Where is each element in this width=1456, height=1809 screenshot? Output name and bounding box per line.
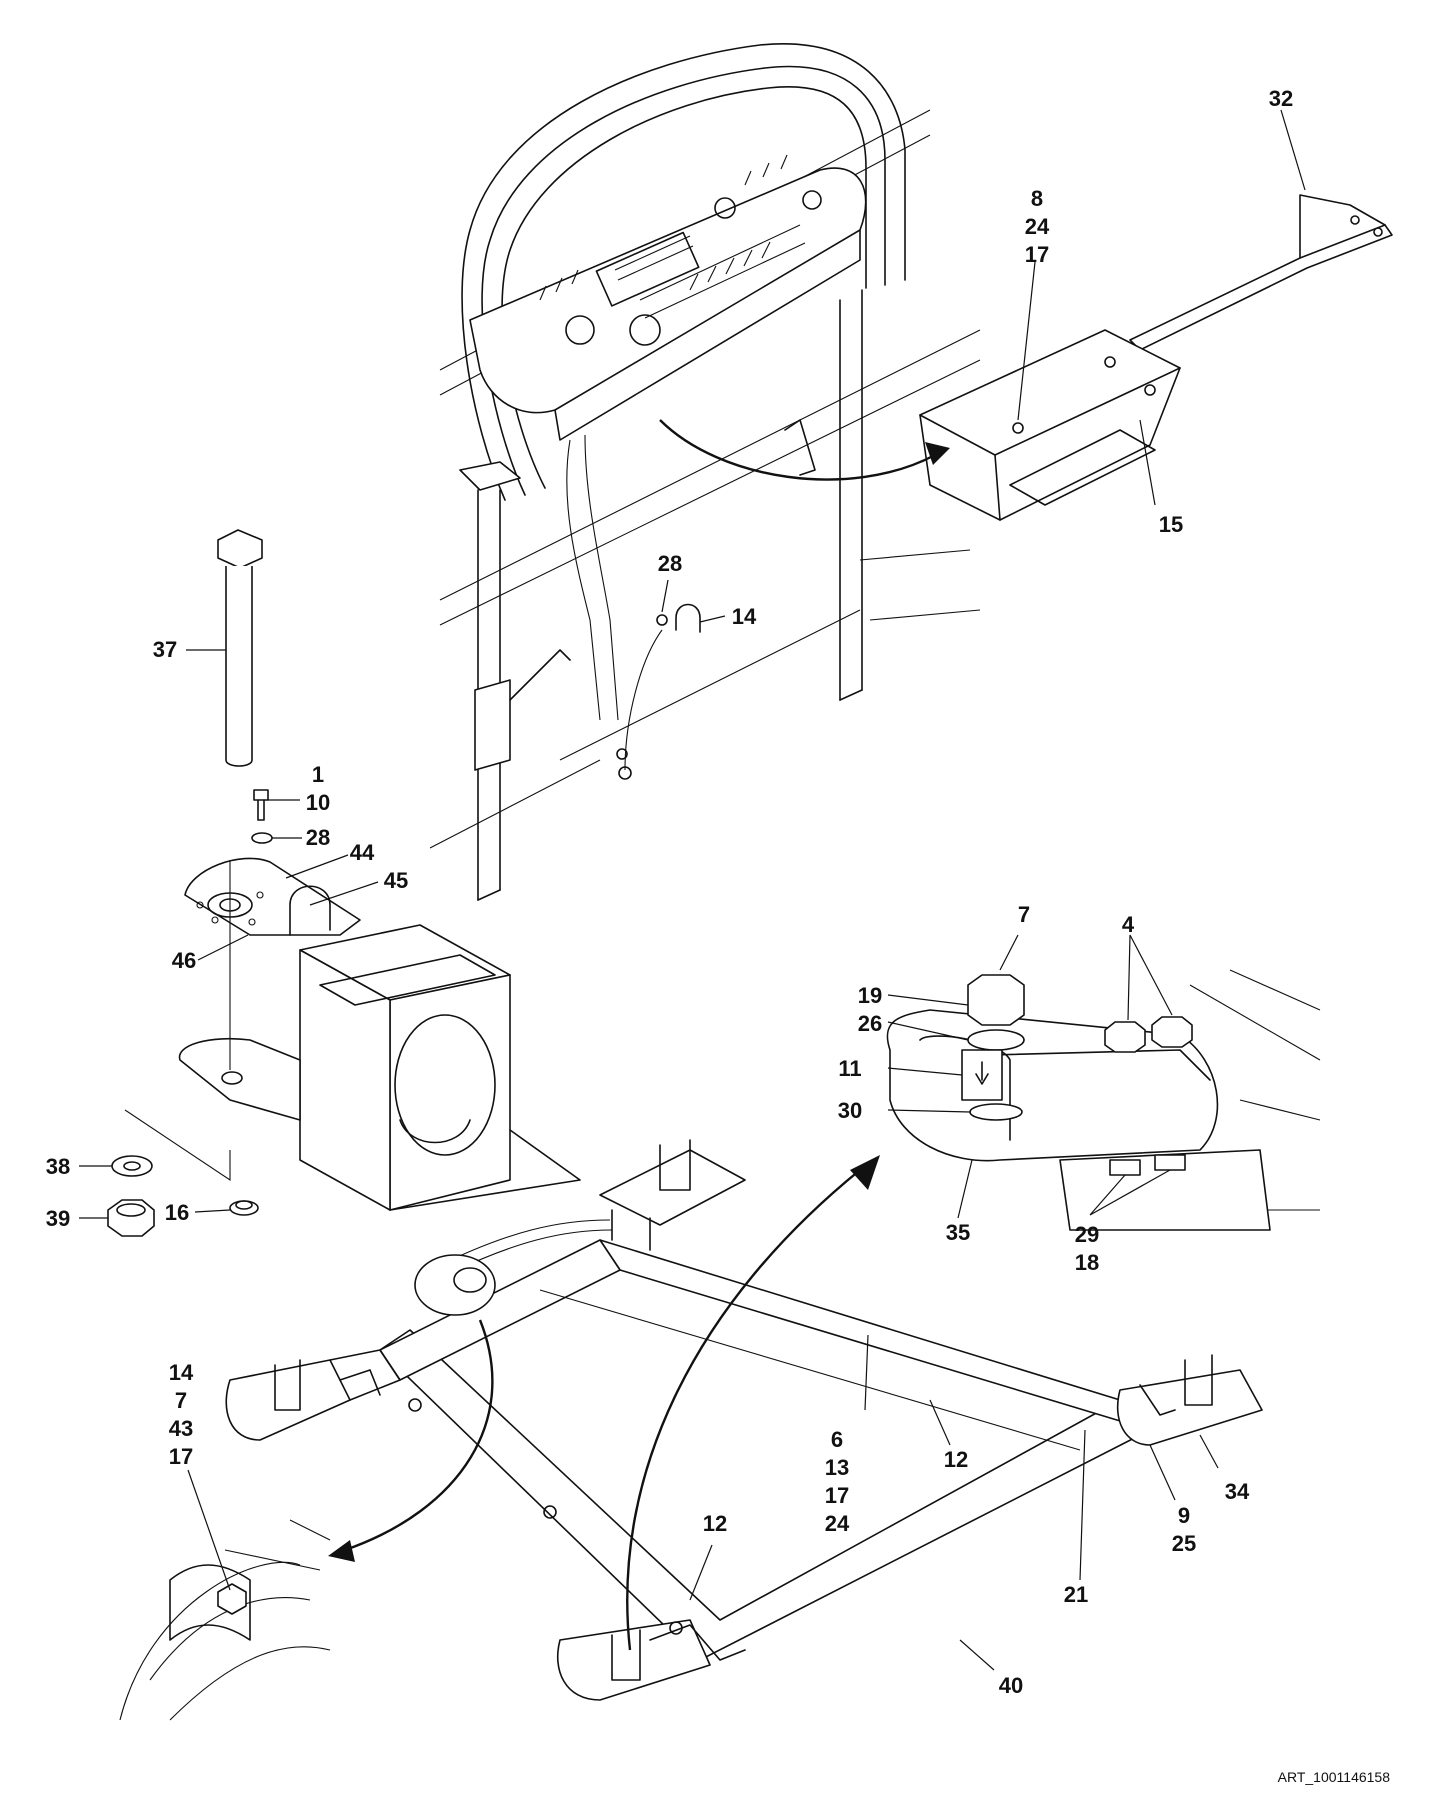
washer-38-hole	[123, 1161, 141, 1171]
callout-26: 26	[858, 1011, 882, 1036]
callout-39: 39	[46, 1206, 70, 1231]
callout-6: 6	[831, 1427, 843, 1452]
callout-10: 10	[306, 790, 330, 815]
callout-8: 8	[1031, 186, 1043, 211]
callout-18: 18	[1075, 1250, 1099, 1275]
callout-1: 1	[312, 762, 324, 787]
callout-40: 40	[999, 1673, 1023, 1698]
long-bolt-37	[217, 529, 263, 767]
detail-arrow-right	[626, 1169, 861, 1651]
callout-17-inset: 17	[169, 1444, 193, 1469]
washer-38	[111, 1155, 153, 1177]
triangular-frame-40	[225, 1139, 1263, 1701]
callout-32: 32	[1269, 86, 1293, 111]
detail-arrowhead-left	[328, 1540, 355, 1562]
callout-17-frame: 17	[825, 1483, 849, 1508]
mounting-bracket-32	[1129, 194, 1393, 351]
callout-25: 25	[1172, 1531, 1196, 1556]
callout-46: 46	[172, 948, 196, 973]
turntable-base	[124, 857, 581, 1211]
nut-39	[107, 1199, 155, 1237]
leader-lines	[79, 109, 1306, 1671]
relocation-arrowhead-top	[925, 442, 950, 465]
control-box-assembly	[429, 43, 981, 901]
relocation-arrow-top	[659, 419, 936, 481]
callout-24: 24	[1025, 214, 1050, 239]
callout-11: 11	[838, 1056, 861, 1081]
callout-12-right: 12	[944, 1447, 968, 1472]
callout-4: 4	[1122, 912, 1135, 937]
callout-7-inset: 7	[175, 1388, 187, 1413]
grommet-16	[229, 1200, 259, 1216]
callout-16: 16	[165, 1200, 189, 1225]
callout-43-inset: 43	[169, 1416, 193, 1441]
small-bolt-1-10	[253, 789, 269, 821]
callout-28-top: 28	[658, 551, 682, 576]
callout-13: 13	[825, 1455, 849, 1480]
callout-28-mid: 28	[306, 825, 330, 850]
callout-24-frame: 24	[825, 1511, 850, 1536]
callout-44: 44	[350, 840, 375, 865]
callout-35: 35	[946, 1220, 970, 1245]
callout-21: 21	[1064, 1582, 1088, 1607]
callout-37: 37	[153, 637, 177, 662]
callout-29: 29	[1075, 1222, 1099, 1247]
callout-34: 34	[1225, 1479, 1250, 1504]
callouts: 32 8 24 17 15 28 14 37 1 10 28 44 45 46 …	[46, 86, 1390, 1785]
detail-clamp-inset	[119, 1519, 331, 1721]
detail-arrowhead-right	[850, 1155, 880, 1190]
callout-7-top: 7	[1018, 902, 1030, 927]
mounting-bracket-15	[919, 329, 1181, 521]
callout-12-bottom: 12	[703, 1511, 727, 1536]
callout-14-inset: 14	[169, 1360, 194, 1385]
callout-15: 15	[1159, 512, 1183, 537]
detail-arrow-left	[344, 1319, 494, 1552]
callout-17: 17	[1025, 242, 1049, 267]
detail-bolt-clamp-inset	[886, 969, 1321, 1231]
callout-14-top: 14	[732, 604, 757, 629]
callout-19: 19	[858, 983, 882, 1008]
callout-45: 45	[384, 868, 408, 893]
callout-30: 30	[838, 1098, 862, 1123]
cable-clip-14	[618, 603, 701, 780]
pivot-hub	[414, 1254, 496, 1316]
callout-38: 38	[46, 1154, 70, 1179]
washer-28	[251, 832, 273, 844]
art-reference: ART_1001146158	[1278, 1769, 1391, 1785]
callout-9: 9	[1178, 1503, 1190, 1528]
